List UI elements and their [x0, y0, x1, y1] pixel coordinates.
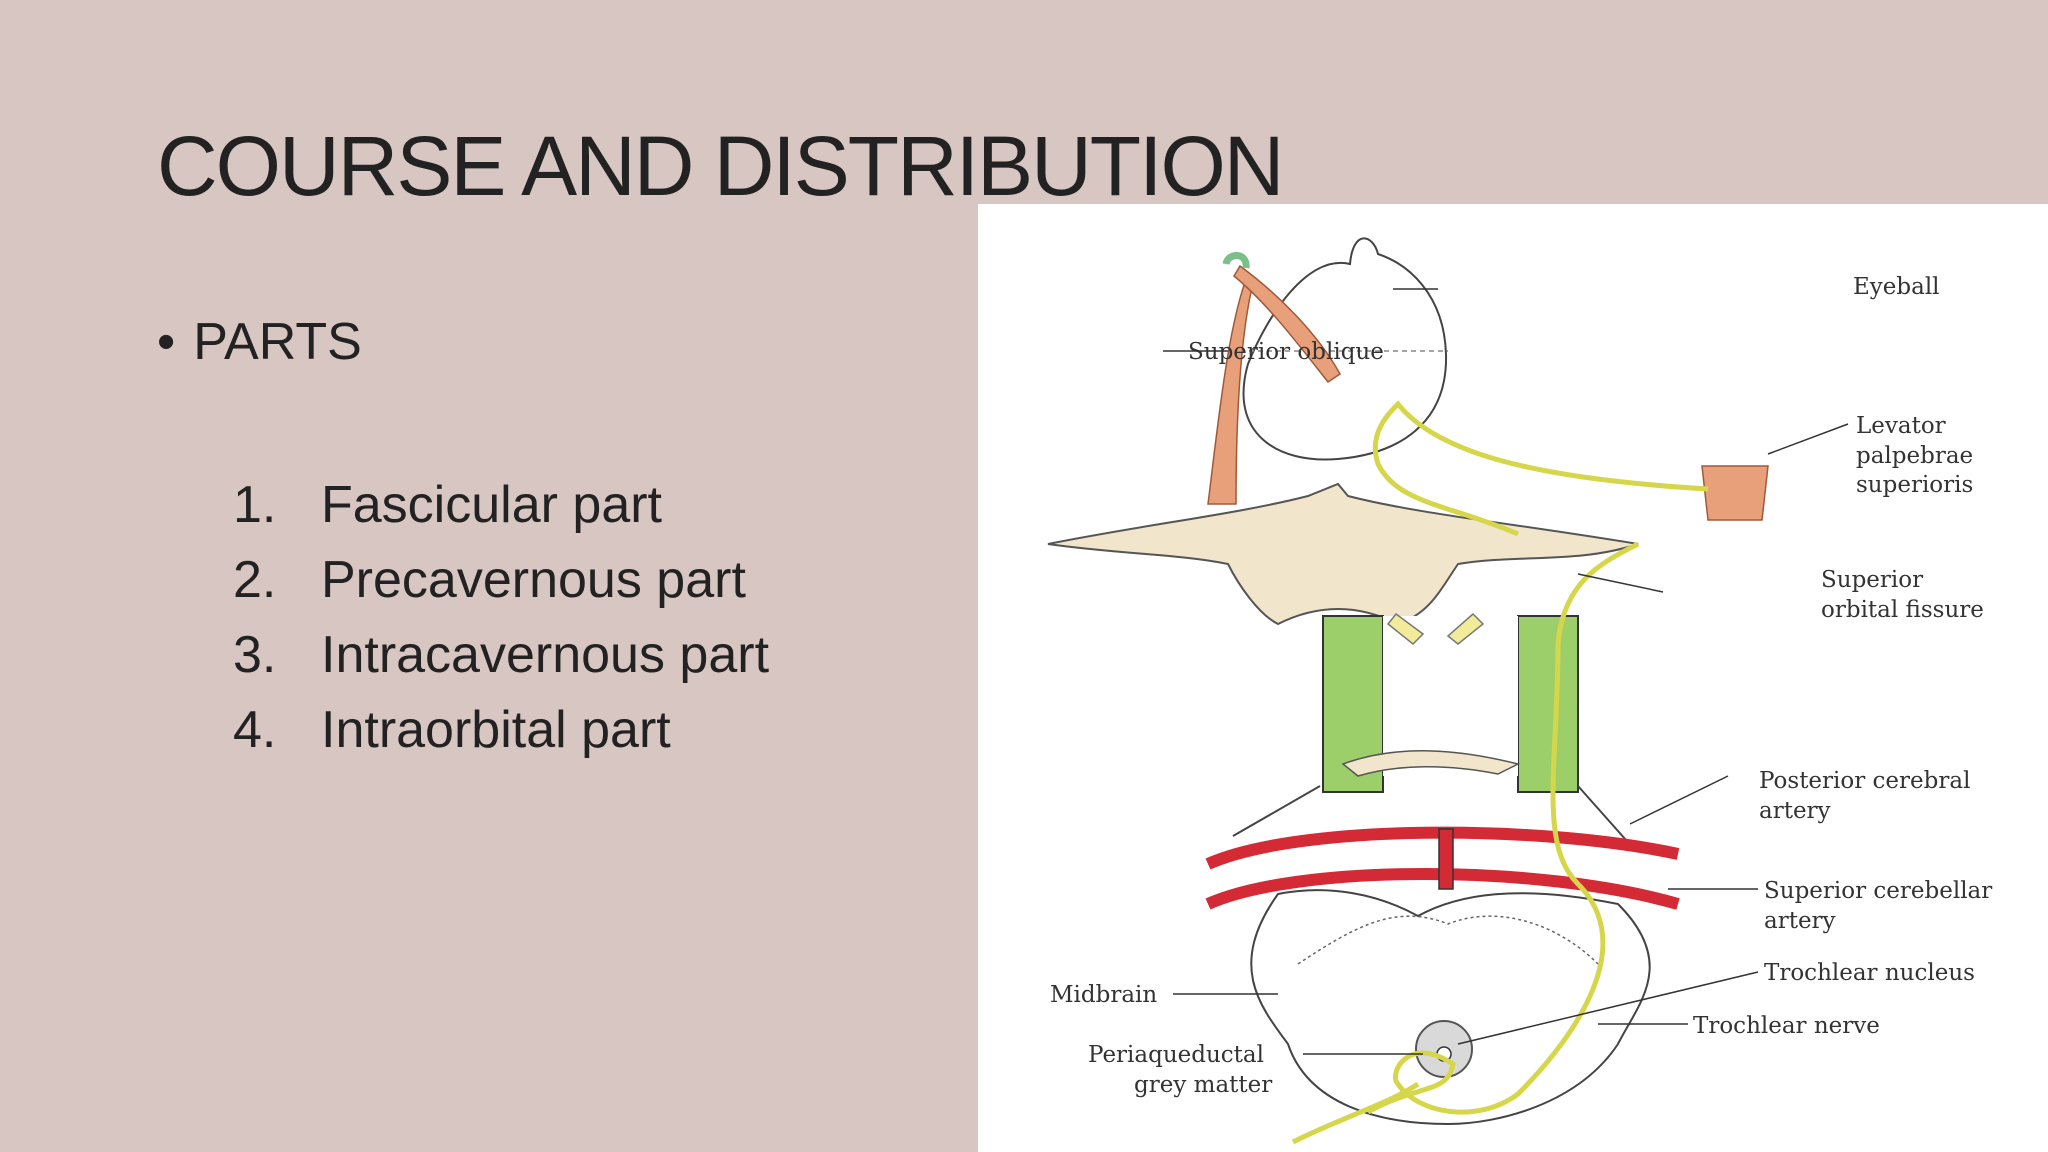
- label-levator-2: palpebrae: [1856, 443, 1973, 469]
- label-levator-3: superioris: [1856, 472, 1973, 498]
- list-item: 3.Intracavernous part: [233, 626, 770, 684]
- label-sca-2: artery: [1764, 908, 1836, 934]
- label-levator-1: Levator: [1856, 413, 1946, 439]
- bone-plate: [1047, 482, 1639, 626]
- list-item: 4.Intraorbital part: [233, 701, 671, 759]
- trochlea: [1222, 252, 1250, 269]
- optic-nerve-left: [1386, 612, 1425, 646]
- label-sof-2: orbital fissure: [1821, 597, 1984, 623]
- right-vessel: [1517, 615, 1579, 793]
- label-eyeball: Eyeball: [1853, 274, 1940, 300]
- label-trochlear-nucleus: Trochlear nucleus: [1764, 960, 1975, 986]
- sella-gap: [1383, 616, 1518, 776]
- label-sof-1: Superior: [1821, 567, 1923, 593]
- optic-nerve-right: [1446, 612, 1485, 645]
- list-item: 1.Fascicular part: [233, 476, 662, 534]
- midbrain-shape: [1250, 889, 1651, 1126]
- crus-outline: [1297, 915, 1599, 965]
- list-item: 2.Precavernous part: [233, 551, 746, 609]
- label-trochlear-nerve: Trochlear nerve: [1693, 1013, 1880, 1039]
- tentorium-left: [1232, 785, 1321, 837]
- label-midbrain: Midbrain: [1050, 982, 1157, 1008]
- parts-list: 1.Fascicular part 2.Precavernous part 3.…: [233, 468, 769, 768]
- posterior-cerebral-artery: [1205, 826, 1680, 870]
- trochlear-nerve-orbital: [1372, 400, 1709, 537]
- label-pag-1: Periaqueductal: [1088, 1042, 1264, 1068]
- label-pca-2: artery: [1759, 798, 1831, 824]
- tentorium-right: [1577, 785, 1627, 841]
- label-sca-1: Superior cerebellar: [1764, 878, 1992, 904]
- label-superior-oblique: Superior oblique: [1188, 339, 1384, 365]
- basilar-artery: [1438, 828, 1454, 890]
- trochlear-nerve-path: [1366, 541, 1640, 1115]
- trochlear-nerve-cross: [1291, 1081, 1420, 1145]
- superior-oblique-tendon: [1233, 264, 1341, 384]
- label-pca-1: Posterior cerebral: [1759, 768, 1970, 794]
- superior-cerebellar-artery: [1205, 868, 1680, 910]
- bullet-text: PARTS: [193, 313, 362, 371]
- bullet-item: • PARTS: [157, 312, 362, 372]
- dorsum-sellae: [1341, 750, 1521, 777]
- label-pag-2: grey matter: [1134, 1072, 1272, 1098]
- trochlear-nerve-diagram: Eyeball Superior oblique Levator palpebr…: [978, 204, 2048, 1152]
- levator-muscle: [1701, 465, 1769, 521]
- bullet-dot: •: [157, 313, 176, 371]
- slide-title: COURSE AND DISTRIBUTION: [157, 119, 1284, 213]
